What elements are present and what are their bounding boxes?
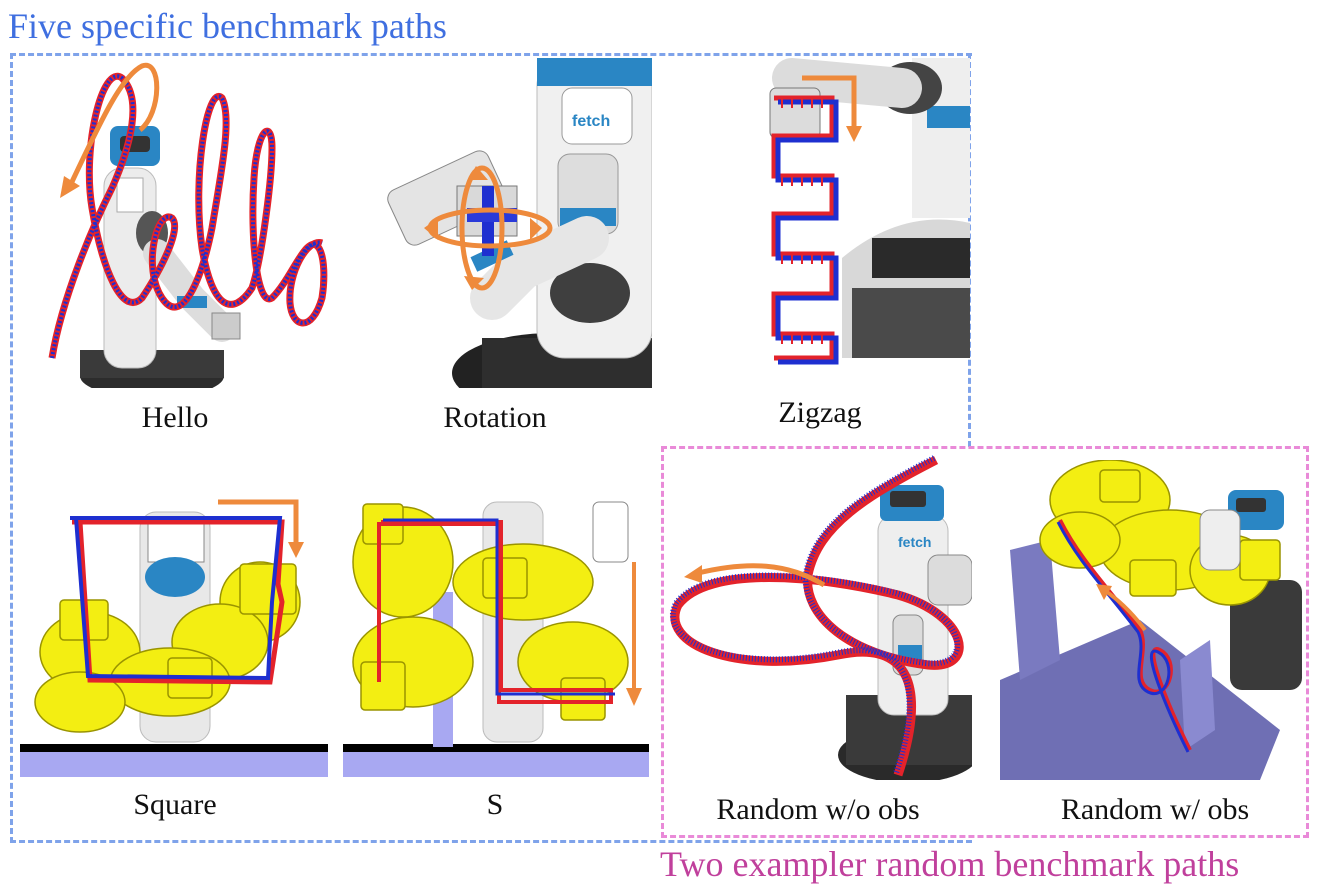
specific-group-box	[10, 53, 972, 843]
random-group-title: Two exampler random benchmark paths	[660, 844, 1240, 884]
square-illustration	[20, 499, 328, 777]
random-obs-caption: Random w/ obs	[1060, 793, 1250, 826]
hello-caption: Hello	[141, 401, 209, 434]
rotation-panel: fetch	[372, 58, 652, 388]
random-obs-illustration	[1000, 460, 1302, 780]
random-obs-panel	[1000, 460, 1302, 780]
rotation-fetch-logo: fetch	[572, 113, 610, 130]
s-caption: S	[486, 788, 504, 821]
hello-illustration	[48, 62, 328, 388]
s-panel	[343, 492, 649, 777]
rotation-illustration: fetch	[387, 58, 652, 388]
square-caption: Square	[133, 788, 217, 821]
random-no-obs-panel: fetch	[668, 455, 972, 780]
rotation-caption: Rotation	[443, 401, 547, 434]
zigzag-caption: Zigzag	[778, 396, 862, 429]
random-group-box	[661, 446, 1309, 838]
hello-panel	[22, 58, 332, 388]
random-no-obs-caption: Random w/o obs	[716, 793, 920, 826]
random-no-obs-illustration: fetch	[670, 455, 972, 780]
square-panel	[20, 492, 328, 777]
random-no-obs-fetch-logo: fetch	[898, 534, 931, 550]
zigzag-illustration	[769, 58, 970, 365]
zigzag-panel	[752, 58, 970, 388]
s-illustration	[343, 501, 649, 777]
specific-group-title: Five specific benchmark paths	[8, 6, 447, 46]
